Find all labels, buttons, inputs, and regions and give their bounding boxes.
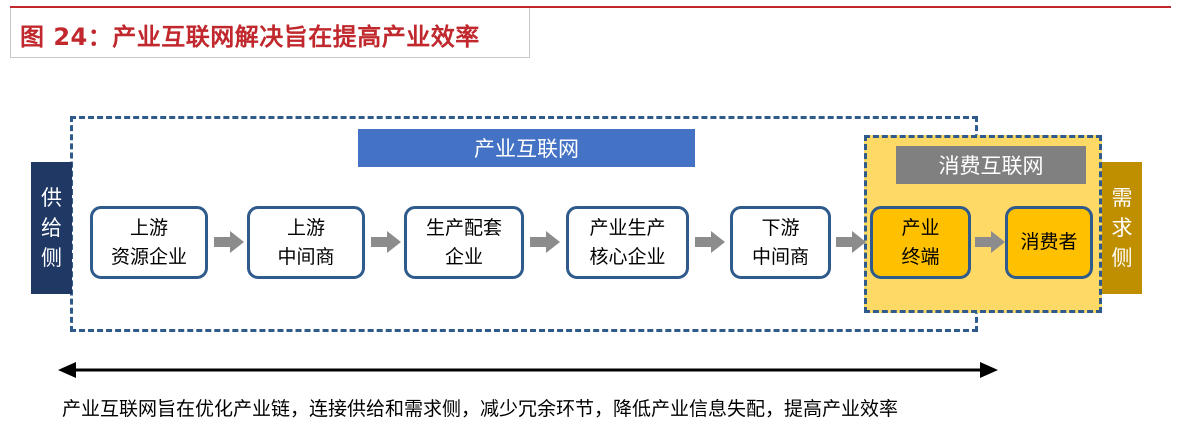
demand-side-char: 侧	[1111, 246, 1133, 270]
title-top-rule	[10, 6, 1171, 8]
node-line: 中间商	[277, 245, 335, 268]
double-headed-arrow-icon	[58, 362, 998, 378]
flow-arrow-icon	[530, 231, 560, 253]
figure-title-box: 图 24：产业互联网解决旨在提高产业效率	[10, 8, 530, 58]
consumer-internet-header: 消费互联网	[896, 146, 1086, 184]
supply-side-char: 给	[41, 216, 62, 240]
node-line: 资源企业	[110, 245, 187, 268]
industry-internet-header: 产业互联网	[358, 129, 695, 167]
node-line: 核心企业	[589, 245, 666, 268]
node-line: 上游	[286, 216, 325, 239]
demand-side-char: 求	[1111, 216, 1133, 240]
node-supporting-enterprise: 生产配套 企业	[404, 206, 524, 279]
node-upstream-middleman: 上游 中间商	[247, 206, 365, 279]
node-core-enterprise: 产业生产 核心企业	[566, 206, 689, 279]
supply-side-char: 侧	[41, 246, 62, 270]
supply-side-label: 供 给 侧	[31, 162, 72, 294]
node-upstream-resource: 上游 资源企业	[90, 206, 208, 279]
flow-arrow-icon	[371, 231, 401, 253]
node-line: 产业	[901, 216, 940, 239]
node-line: 上游	[129, 216, 168, 239]
node-line: 产业生产	[589, 216, 666, 239]
flow-arrow-icon	[695, 231, 725, 253]
node-line: 终端	[901, 245, 940, 268]
flow-arrow-icon	[214, 231, 244, 253]
node-line: 下游	[761, 216, 800, 239]
node-line: 生产配套	[425, 216, 502, 239]
node-industry-terminal: 产业 终端	[870, 206, 971, 279]
figure-title: 图 24：产业互联网解决旨在提高产业效率	[20, 23, 480, 51]
diagram-caption: 产业互联网旨在优化产业链，连接供给和需求侧，减少冗余环节，降低产业信息失配，提高…	[62, 398, 899, 420]
node-line: 中间商	[751, 245, 809, 268]
node-consumer: 消费者	[1005, 206, 1093, 279]
demand-side-char: 需	[1111, 186, 1133, 210]
node-line: 消费者	[1020, 231, 1078, 253]
flow-arrow-icon	[836, 231, 866, 253]
node-downstream-middleman: 下游 中间商	[730, 206, 831, 279]
flow-arrow-icon	[975, 231, 1005, 253]
node-line: 企业	[444, 245, 483, 268]
demand-side-label: 需 求 侧	[1102, 162, 1142, 294]
supply-side-char: 供	[41, 186, 62, 210]
